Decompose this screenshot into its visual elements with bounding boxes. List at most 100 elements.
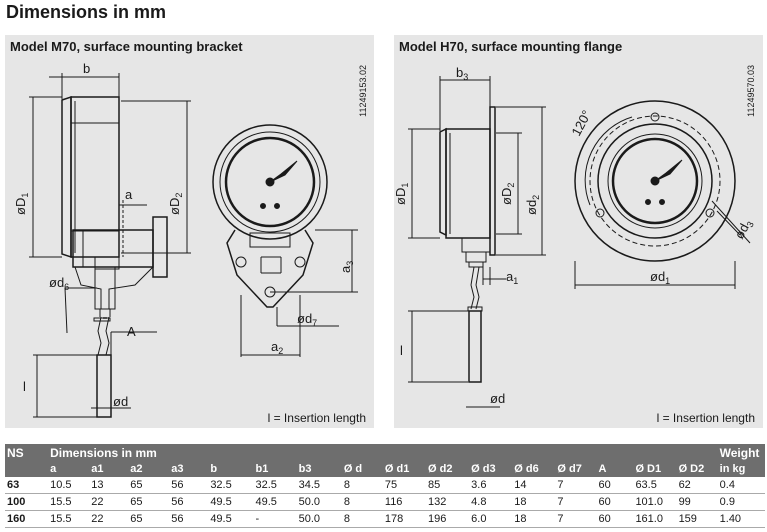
technical-drawing-m70: b øD1 øD2 a ød6 A l ød a3 ød7 a2 bbox=[13, 61, 358, 418]
column-header: Ø d7 bbox=[555, 461, 597, 477]
insertion-length-note-m70: l = Insertion length bbox=[267, 411, 366, 425]
panel-title-m70: Model M70, surface mounting bracket bbox=[10, 39, 243, 54]
table-cell: 15.5 bbox=[48, 510, 90, 528]
dim-label-b3: b3 bbox=[456, 65, 468, 82]
table-cell: 132 bbox=[426, 493, 470, 511]
table-cell: 18 bbox=[512, 510, 556, 528]
table-cell: 22 bbox=[89, 493, 129, 511]
row-ns-cell: 63 bbox=[5, 477, 49, 494]
page-title: Dimensions in mm bbox=[6, 2, 167, 22]
table-cell: 0.4 bbox=[717, 477, 765, 494]
table-cell: 63.5 bbox=[633, 477, 677, 494]
drawing-panel-h70: Model H70, surface mounting flange 11249… bbox=[394, 35, 763, 428]
dim-label-od7: ød7 bbox=[297, 311, 317, 328]
dim-label-d3-h70: ød3 bbox=[731, 217, 755, 243]
table-cell: 60 bbox=[596, 510, 634, 528]
column-header: b1 bbox=[253, 461, 297, 477]
table-cell: 178 bbox=[382, 510, 427, 528]
table-cell: 60 bbox=[596, 493, 634, 511]
table-cell: 8 bbox=[341, 477, 383, 494]
table-cell: 99 bbox=[676, 493, 718, 511]
dim-label-a3: a3 bbox=[338, 261, 355, 273]
table-cell: 161.0 bbox=[633, 510, 677, 528]
table-cell: 7 bbox=[555, 477, 597, 494]
dim-label-od2: øD2 bbox=[167, 193, 184, 215]
dim-label-b: b bbox=[83, 61, 90, 76]
table-cell: 65 bbox=[128, 510, 170, 528]
table-cell: 7 bbox=[555, 510, 597, 528]
table-cell: 65 bbox=[128, 477, 170, 494]
column-header: a3 bbox=[169, 461, 209, 477]
table-cell: 13 bbox=[89, 477, 129, 494]
table-cell: 15.5 bbox=[48, 493, 90, 511]
column-header: Ø D2 bbox=[676, 461, 718, 477]
header-weight: Weight bbox=[717, 444, 765, 461]
dim-label-a: a bbox=[125, 187, 133, 202]
column-header: b3 bbox=[296, 461, 342, 477]
table-cell: 62 bbox=[676, 477, 718, 494]
row-ns-cell: 100 bbox=[5, 493, 49, 511]
dim-label-od2-h70: øD2 bbox=[499, 183, 516, 205]
table-cell: 7 bbox=[555, 493, 597, 511]
table-cell: 75 bbox=[382, 477, 427, 494]
dim-label-od1-h70: øD1 bbox=[394, 183, 410, 205]
drawing-panel-m70: Model M70, surface mounting bracket 1124… bbox=[5, 35, 374, 428]
table-cell: 32.5 bbox=[253, 477, 297, 494]
table-cell: 116 bbox=[382, 493, 427, 511]
dim-label-od-h70: ød bbox=[490, 391, 505, 406]
table-cell: 3.6 bbox=[469, 477, 513, 494]
dim-label-od6: ød6 bbox=[49, 275, 69, 292]
dim-label-od1: øD1 bbox=[13, 193, 30, 215]
table-cell: 18 bbox=[512, 493, 556, 511]
column-header: Ø d2 bbox=[426, 461, 470, 477]
table-cell: 34.5 bbox=[296, 477, 342, 494]
column-header: in kg bbox=[717, 461, 765, 477]
table-cell: 50.0 bbox=[296, 493, 342, 511]
table-cell: 65 bbox=[128, 493, 170, 511]
table-cell: 159 bbox=[676, 510, 718, 528]
row-ns-cell: 160 bbox=[5, 510, 49, 528]
table-cell: 60 bbox=[596, 477, 634, 494]
table-cell: 101.0 bbox=[633, 493, 677, 511]
table-cell: 1.40 bbox=[717, 510, 765, 528]
dim-label-od: ød bbox=[113, 394, 128, 409]
column-header: a1 bbox=[89, 461, 129, 477]
table-cell: 56 bbox=[169, 477, 209, 494]
table-cell: 196 bbox=[426, 510, 470, 528]
table-cell: 49.5 bbox=[208, 510, 254, 528]
table-cell: 10.5 bbox=[48, 477, 90, 494]
column-header: A bbox=[596, 461, 634, 477]
column-header: Ø D1 bbox=[633, 461, 677, 477]
dim-label-d2-h70: ød2 bbox=[524, 195, 541, 215]
table-cell: 56 bbox=[169, 510, 209, 528]
table-cell: 6.0 bbox=[469, 510, 513, 528]
table-cell: 22 bbox=[89, 510, 129, 528]
table-cell: 49.5 bbox=[208, 493, 254, 511]
table-cell: 85 bbox=[426, 477, 470, 494]
technical-drawing-h70: b3 øD1 øD2 ød2 a1 l ød 120° ød3 ød1 bbox=[394, 65, 756, 408]
table-cell: 56 bbox=[169, 493, 209, 511]
table-cell: 14 bbox=[512, 477, 556, 494]
column-header: a2 bbox=[128, 461, 170, 477]
table-cell: - bbox=[253, 510, 297, 528]
dim-label-l: l bbox=[23, 379, 26, 394]
dim-label-l-h70: l bbox=[400, 343, 403, 358]
column-header: Ø d3 bbox=[469, 461, 513, 477]
table-cell: 8 bbox=[341, 493, 383, 511]
dim-label-d1-h70: ød1 bbox=[650, 269, 670, 286]
panel-title-h70: Model H70, surface mounting flange bbox=[399, 39, 623, 54]
dim-label-a2: a2 bbox=[271, 339, 283, 356]
column-header: a bbox=[48, 461, 90, 477]
column-header: Ø d6 bbox=[512, 461, 556, 477]
table-cell: 0.9 bbox=[717, 493, 765, 511]
column-header: Ø d bbox=[341, 461, 383, 477]
dim-label-a1: a1 bbox=[506, 269, 518, 286]
column-header bbox=[5, 461, 49, 477]
table-cell: 32.5 bbox=[208, 477, 254, 494]
table-cell: 50.0 bbox=[296, 510, 342, 528]
table-cell: 49.5 bbox=[253, 493, 297, 511]
